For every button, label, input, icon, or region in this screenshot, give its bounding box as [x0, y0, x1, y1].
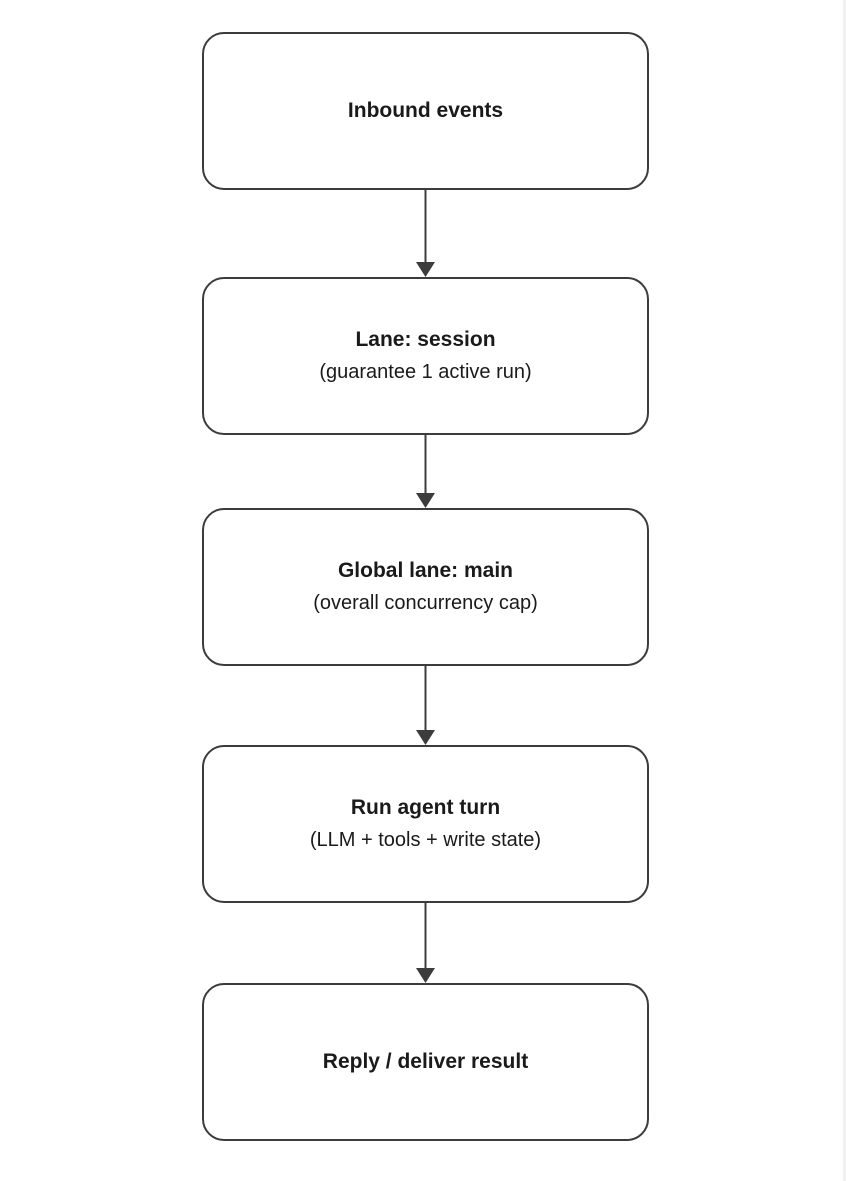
node-lane-session: Lane: session (guarantee 1 active run) — [202, 277, 649, 435]
node-subtitle: (overall concurrency cap) — [313, 592, 538, 614]
node-reply-deliver-result: Reply / deliver result — [202, 983, 649, 1141]
arrow-4-head — [416, 968, 435, 983]
page-edge-strip — [843, 0, 846, 1181]
node-run-agent-turn: Run agent turn (LLM + tools + write stat… — [202, 745, 649, 903]
node-title: Reply / deliver result — [322, 1050, 529, 1073]
node-title: Global lane: main — [337, 559, 514, 582]
node-subtitle: (guarantee 1 active run) — [319, 361, 532, 383]
node-title: Run agent turn — [350, 796, 501, 819]
node-title: Inbound events — [347, 99, 504, 122]
node-inbound-events: Inbound events — [202, 32, 649, 190]
arrow-3-head — [416, 730, 435, 745]
arrow-1-head — [416, 262, 435, 277]
arrow-2-head — [416, 493, 435, 508]
node-global-lane-main: Global lane: main (overall concurrency c… — [202, 508, 649, 666]
node-subtitle: (LLM + tools + write state) — [309, 829, 542, 851]
node-title: Lane: session — [355, 328, 496, 351]
